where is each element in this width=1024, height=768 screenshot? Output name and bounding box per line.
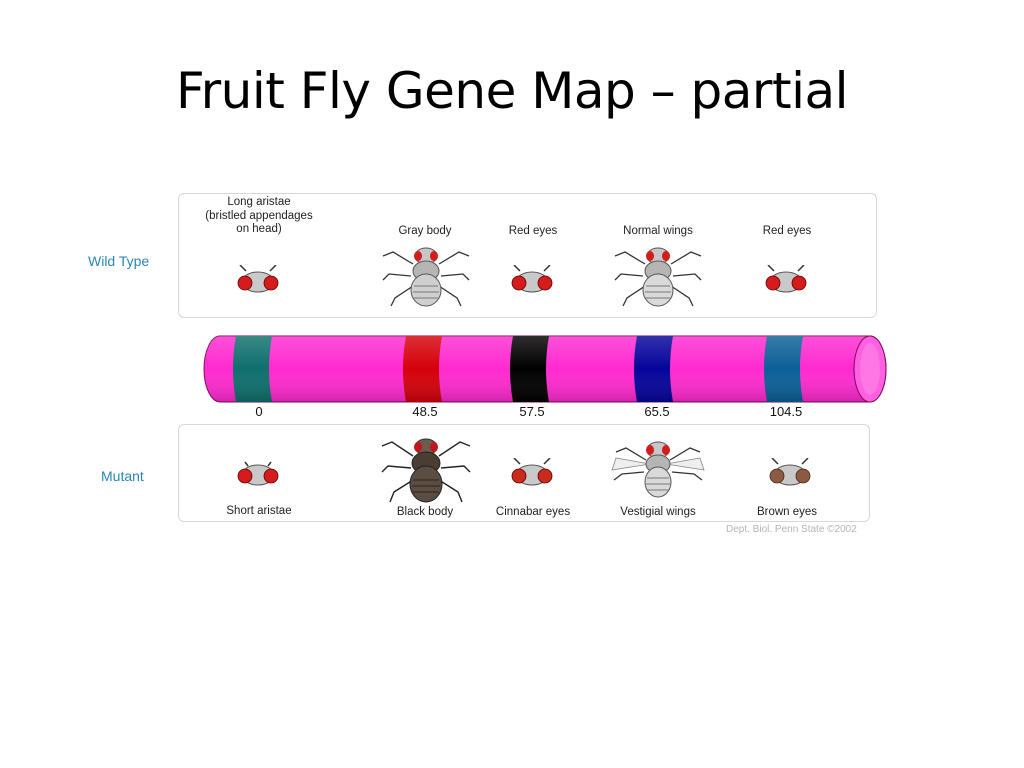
locus-104-5: 104.5 <box>769 404 803 419</box>
locus-65-5: 65.5 <box>644 404 670 419</box>
mutant-trait-eyes: Cinnabar eyes <box>495 506 571 518</box>
wild-trait-wings: Normal wings <box>623 225 693 237</box>
fly-head-icon <box>511 265 553 293</box>
vestigial-wing-fly-icon <box>611 441 705 498</box>
mutant-trait-aristae: Short aristae <box>226 505 292 517</box>
fly-head-icon <box>765 265 807 293</box>
wild-type-label: Wild Type <box>88 253 150 269</box>
wild-trait-aristae: Long aristae (bristled appendages on hea… <box>179 196 339 237</box>
wild-trait-body: Gray body <box>398 225 452 237</box>
wild-trait-eyes: Red eyes <box>508 225 558 237</box>
mutant-trait-wings: Vestigial wings <box>620 506 696 518</box>
mutant-trait-eyes-2: Brown eyes <box>756 506 818 518</box>
locus-57-5: 57.5 <box>519 404 545 419</box>
wild-trait-eyes-2: Red eyes <box>762 225 812 237</box>
fly-head-icon <box>237 461 279 486</box>
credit-text: Dept. Biol. Penn State ©2002 <box>726 524 857 535</box>
slide-title: Fruit Fly Gene Map – partial <box>175 62 849 120</box>
mutant-label: Mutant <box>101 468 144 484</box>
gray-fly-icon <box>382 247 470 307</box>
locus-0: 0 <box>255 404 263 419</box>
fly-head-icon <box>237 265 279 293</box>
brown-eye-fly-head-icon <box>769 458 811 486</box>
wild-trait-aristae-text: Long aristae (bristled appendages on hea… <box>205 196 313 235</box>
wild-type-panel <box>178 193 877 318</box>
mutant-trait-body: Black body <box>396 506 454 518</box>
black-fly-icon <box>381 438 471 503</box>
fly-head-icon <box>511 458 553 486</box>
normal-wing-fly-icon <box>614 247 702 307</box>
locus-48-5: 48.5 <box>412 404 438 419</box>
